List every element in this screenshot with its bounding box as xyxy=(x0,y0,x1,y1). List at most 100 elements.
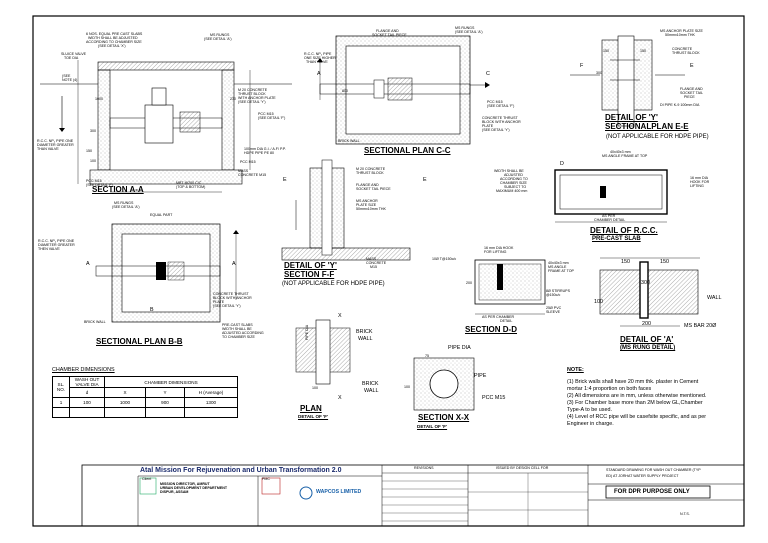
mission-title: Atal Mission For Rejuvenation and Urban … xyxy=(140,467,342,474)
project-title: STANDARD DRAWING FOR WASH OUT CHAMBER (T… xyxy=(606,468,701,472)
xx-pipe-label: PIPE xyxy=(474,373,487,379)
th-dims: CHAMBER DIMENSIONS xyxy=(104,376,238,388)
plan-dim-100: 100 xyxy=(312,386,318,390)
y-flange-label-3: PIECE xyxy=(684,95,695,99)
dpr-purpose-label: FOR DPR PURPOSE ONLY xyxy=(614,489,690,495)
cc-concrete-label-4: (SEE DETAIL 'Y') xyxy=(482,128,510,132)
note-line: Type-A to be used. xyxy=(567,407,612,413)
a-wall-label: WALL xyxy=(707,295,722,301)
drain-pipe-label: 100mm DIA G.I. / A.F/ P.P. xyxy=(244,147,286,151)
flange-label: FLANGE AND xyxy=(376,29,399,33)
detail-rcc-drawing xyxy=(554,169,668,223)
empty-cell xyxy=(104,407,146,418)
nts-label: N.T.S. xyxy=(680,512,690,516)
rcc-hook-label-3: LIFTING xyxy=(690,184,704,188)
rcc-hook-label: 16 mm DIA xyxy=(690,176,708,180)
xx-dim-75: 75 xyxy=(425,354,429,358)
sluice-valve-label: SLUICE VALVE xyxy=(61,52,87,56)
pcc-m15-label: PCC M15 xyxy=(258,112,274,116)
y-dim-300: 300 xyxy=(596,71,602,75)
bb-thrust-label-3: PLATE xyxy=(213,300,225,304)
see-note-label: (SEE xyxy=(62,74,71,78)
rcc-width-label: WIDTH SHALL BE xyxy=(494,169,524,173)
table-row: 1 100 1000 900 1300 xyxy=(52,397,238,408)
cell-sl: 1 xyxy=(52,397,70,408)
plan-brick-label: BRICK xyxy=(356,329,373,335)
rcc-d-marker: D xyxy=(560,161,564,167)
pre-cast-slab-label-2: WIDTH SHALL BE ADJUSTED xyxy=(88,36,138,40)
ff-e-marker-left: E xyxy=(283,177,287,183)
note-line: (2) All dimensions are in mm, unless oth… xyxy=(567,393,707,399)
section-xx-sub: DETAIL OF 'F' xyxy=(417,424,448,429)
section-cc-drawing xyxy=(317,35,490,145)
ff-ms-label-3: 50mmx10mm THK xyxy=(356,207,386,211)
cc-rungs-label: MS RUNGS xyxy=(455,26,475,30)
ff-ms-label-2: PLATE SIZE xyxy=(356,203,377,207)
mass-concrete-label: MASS xyxy=(238,169,249,173)
y-dim-150b: 150 xyxy=(640,49,646,53)
detail-y-title: DETAIL OF 'Y' xyxy=(605,113,658,122)
dd-hook-label: 16 mm DIA HOOK xyxy=(484,246,514,250)
pre-cast-slab-label-3: ACCORDING TO CHAMBER SIZE xyxy=(86,40,142,44)
bb-b-marker: B xyxy=(150,307,154,313)
plan-brick-label-2: WALL xyxy=(358,336,373,342)
y-anchor-label-2: 50mmx10mm THK xyxy=(665,33,695,37)
cc-concrete-label-3: PLATE xyxy=(482,124,494,128)
th-sl: SL.NO. xyxy=(52,376,70,398)
chamber-table-title: CHAMBER DIMENSIONS xyxy=(52,367,115,373)
cc-pcc-label-2: (SEE DETAIL 'F') xyxy=(487,104,515,108)
cc-rcc-label: R.C.C. NP₂ PIPE xyxy=(304,52,332,56)
section-dd-drawing xyxy=(474,259,546,315)
y-concrete-label: CONCRETE xyxy=(672,47,693,51)
a-dim-100: 100 xyxy=(594,299,603,305)
a-dim-300: 300 xyxy=(641,280,650,286)
detail-y-note: (NOT APPLICABLE FOR HDPE PIPE) xyxy=(606,134,709,140)
dim-100: 100 xyxy=(90,159,96,163)
y-e-marker: E xyxy=(690,63,694,69)
note-line: (4) Level of RCC pipe will be casefsite … xyxy=(567,414,707,420)
section-xx-title: SECTION X-X xyxy=(418,413,470,422)
title-block-frame xyxy=(81,464,745,527)
note-line: Engineer in charge. xyxy=(567,421,614,427)
dd-stirrups-label-2: @150c/c xyxy=(546,293,561,297)
bb-a-marker-left: A xyxy=(86,261,90,267)
ff-e-marker-right: E xyxy=(423,177,427,183)
y-di-label: DI PIPE K-9 100mm DIA xyxy=(660,103,700,107)
y-flange-label: FLANGE AND xyxy=(680,87,703,91)
revisions-label: REVISIONS xyxy=(414,466,434,470)
detail-ff-note: (NOT APPLICABLE FOR HDPE PIPE) xyxy=(282,281,385,287)
dd-pvc-label: 25Ø PVC xyxy=(546,306,562,310)
bb-rungs-label: MS RUNGS xyxy=(114,201,134,205)
bb-rcc-label: R.C.C. NP₂ PIPE ONE xyxy=(38,239,75,243)
note-line: mortar 1:4 proportion on both faces xyxy=(567,386,652,392)
xx-pipe-dia-label: PIPE DIA xyxy=(448,345,471,351)
pre-cast-slab-label-4: (SEE DETAIL 'X') xyxy=(98,44,126,48)
cc-rcc-label-2: ONE SIZE HIGHER xyxy=(304,56,336,60)
m20-label-3: WITH ANCHOR PLATE xyxy=(238,96,276,100)
y-flange-label-2: SOCKET TAIL xyxy=(680,91,703,95)
a-dim-200: 200 xyxy=(642,321,651,327)
rcc-pipe-label: R.C.C. NP₂ PIPE ONE xyxy=(37,139,74,143)
dim-230: 230 xyxy=(230,97,236,101)
bb-rcc-label-3: THEN VALVE xyxy=(38,247,60,251)
dd-pvc-label-2: SLEEVE xyxy=(546,310,560,314)
detail-ff-title: DETAIL OF 'Y' xyxy=(284,261,337,270)
bb-rungs-label-2: (SEE DETAIL 'A') xyxy=(112,205,140,209)
plan-sub: DETAIL OF 'F' xyxy=(298,414,329,419)
th-x: X xyxy=(104,387,146,398)
a-dim-150b: 150 xyxy=(660,259,669,265)
y-f-marker: F xyxy=(580,63,584,69)
cc-c-marker: C xyxy=(486,71,490,77)
wapcos-logo-text: WAPCOS LIMITED xyxy=(316,489,362,495)
cc-rungs-label-2: (SEE DETAIL 'A') xyxy=(455,30,483,34)
th-d: d xyxy=(69,387,105,398)
bb-brick-label: BRICK WALL xyxy=(84,320,106,324)
plan-brick-label-3: BRICK xyxy=(362,381,379,387)
plan-brick-label-4: WALL xyxy=(364,388,379,394)
dd-hook-label-2: FOR LIFTING xyxy=(484,250,507,254)
dim-1000: 1000 xyxy=(95,97,103,101)
section-dd-title: SECTION D-D xyxy=(465,325,517,334)
note-line: (1) Brick walls shall have 20 mm thk. pl… xyxy=(567,379,699,385)
ff-mass-label: MASS xyxy=(366,257,377,261)
